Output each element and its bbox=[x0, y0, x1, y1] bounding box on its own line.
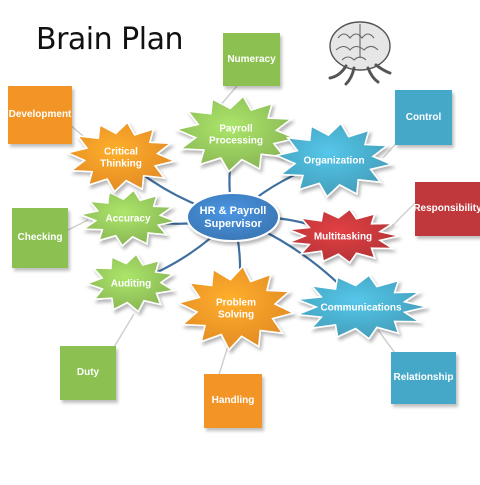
burst-shape-accuracy bbox=[77, 188, 179, 248]
box-development: Development bbox=[8, 86, 72, 144]
burst-shape-auditing bbox=[84, 252, 176, 313]
pointer-handling bbox=[217, 345, 229, 379]
burst-label-payroll-processing: Payroll bbox=[219, 124, 253, 135]
burst-shape-critical-thinking bbox=[64, 121, 178, 193]
burst-shape-multitasking bbox=[288, 208, 400, 264]
pointer-responsibility bbox=[391, 202, 416, 227]
burst-communications: Communications bbox=[296, 274, 428, 340]
box-handling: Handling bbox=[204, 374, 262, 428]
center-label: Supervisor bbox=[204, 218, 262, 230]
box-duty: Duty bbox=[60, 346, 116, 400]
center-ellipse bbox=[186, 192, 280, 242]
burst-label-problem-solving: Solving bbox=[218, 310, 254, 321]
burst-multitasking: Multitasking bbox=[288, 208, 400, 264]
box-responsibility: Responsibility bbox=[413, 182, 480, 236]
burst-shape-organization bbox=[273, 122, 395, 198]
burst-label-problem-solving: Problem bbox=[216, 298, 256, 309]
burst-label-auditing: Auditing bbox=[111, 279, 152, 290]
burst-label-critical-thinking: Thinking bbox=[100, 159, 142, 170]
burst-label-accuracy: Accuracy bbox=[105, 214, 150, 225]
burst-shape-problem-solving bbox=[176, 264, 296, 352]
burst-label-organization: Organization bbox=[303, 156, 364, 167]
burst-organization: Organization bbox=[273, 122, 395, 198]
burst-shape-communications bbox=[296, 274, 428, 340]
page-title: Brain Plan bbox=[36, 22, 184, 57]
burst-shape-payroll-processing bbox=[173, 95, 299, 173]
brain-icon bbox=[328, 21, 392, 86]
burst-label-multitasking: Multitasking bbox=[314, 232, 372, 243]
burst-accuracy: Accuracy bbox=[77, 188, 179, 248]
box-checking: Checking bbox=[12, 208, 68, 268]
burst-label-critical-thinking: Critical bbox=[104, 147, 138, 158]
box-numeracy: Numeracy bbox=[223, 33, 280, 86]
burst-label-payroll-processing: Processing bbox=[209, 136, 263, 147]
pointer-checking bbox=[67, 219, 89, 231]
center-label: HR & Payroll bbox=[200, 205, 267, 217]
burst-label-communications: Communications bbox=[320, 303, 402, 314]
box-control: Control bbox=[395, 90, 452, 145]
burst-auditing: Auditing bbox=[84, 252, 176, 313]
box-relationship: Relationship bbox=[391, 352, 456, 404]
